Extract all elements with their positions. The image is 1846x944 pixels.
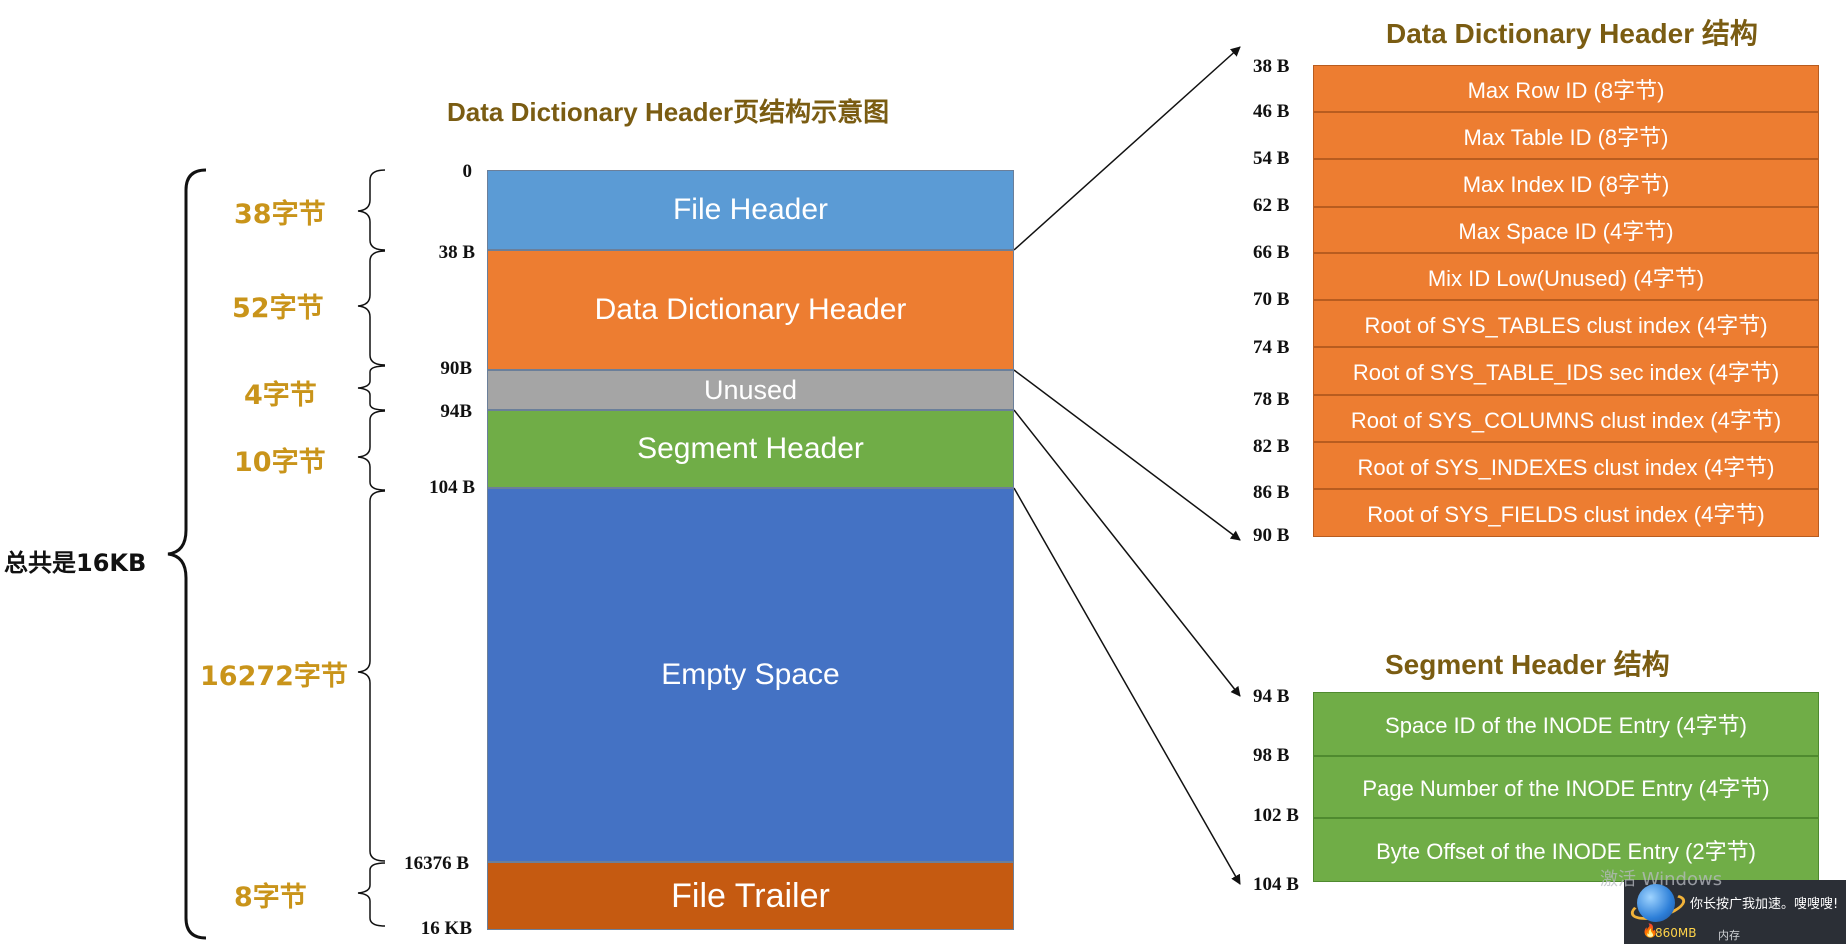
total-size-label: 总共是16KB [4, 549, 147, 577]
brace-8 [357, 862, 386, 927]
size-10: 10字节 [234, 447, 326, 478]
offset-16kb: 16 KB [420, 918, 472, 939]
activation-watermark: 激活 Windows [1600, 869, 1723, 890]
offset-104: 104 B [429, 477, 475, 498]
segment-header-title: Segment Header 结构 [1385, 649, 1670, 680]
dd-row: Max Table ID (8字节) [1313, 112, 1819, 159]
arrow-sh-bottom [1013, 487, 1241, 885]
dd-header-title: Data Dictionary Header 结构 [1386, 18, 1758, 49]
dd-row: Max Space ID (4字节) [1313, 207, 1819, 253]
total-brace [167, 168, 207, 940]
dd-row: Root of SYS_TABLE_IDS sec index (4字节) [1313, 347, 1819, 395]
dd-offset: 54 B [1253, 148, 1290, 169]
brace-38 [357, 169, 386, 251]
segment-file-header: File Header [487, 170, 1014, 250]
memory-label: 内存 [1718, 929, 1740, 942]
segment-unused: Unused [487, 370, 1014, 410]
size-8: 8字节 [234, 882, 307, 913]
offset-0: 0 [462, 161, 473, 182]
offset-38: 38 B [438, 242, 475, 263]
accelerator-orb-icon[interactable] [1637, 884, 1675, 922]
dd-row: Root of SYS_COLUMNS clust index (4字节) [1313, 395, 1819, 442]
size-4: 4字节 [244, 380, 317, 411]
offset-94: 94B [440, 401, 472, 422]
page-title: Data Dictionary Header页结构示意图 [447, 97, 890, 127]
dd-row: Mix ID Low(Unused) (4字节) [1313, 253, 1819, 300]
size-52: 52字节 [232, 293, 324, 324]
size-16272: 16272字节 [200, 661, 348, 692]
dd-offset: 46 B [1253, 101, 1290, 122]
sh-row: Byte Offset of the INODE Entry (2字节) [1313, 818, 1819, 882]
sh-offset: 94 B [1253, 686, 1290, 707]
dd-offset: 82 B [1253, 436, 1290, 457]
sh-offset: 98 B [1253, 745, 1290, 766]
dd-offset: 86 B [1253, 482, 1290, 503]
dd-offset: 78 B [1253, 389, 1290, 410]
dd-offset: 66 B [1253, 242, 1290, 263]
dd-offset: 90 B [1253, 525, 1290, 546]
size-38: 38字节 [234, 199, 326, 230]
memory-value: 860MB [1655, 926, 1697, 940]
sh-offset: 104 B [1253, 874, 1299, 895]
sh-row: Space ID of the INODE Entry (4字节) [1313, 692, 1819, 756]
dd-row: Root of SYS_INDEXES clust index (4字节) [1313, 442, 1819, 489]
offset-90: 90B [440, 358, 472, 379]
dd-row: Max Index ID (8字节) [1313, 159, 1819, 207]
dd-row: Max Row ID (8字节) [1313, 65, 1819, 112]
dd-row: Root of SYS_FIELDS clust index (4字节) [1313, 489, 1819, 537]
offset-16376: 16376 B [404, 853, 469, 874]
dd-offset: 74 B [1253, 337, 1290, 358]
arrow-dd-bottom [1013, 369, 1241, 541]
sh-row: Page Number of the INODE Entry (4字节) [1313, 756, 1819, 818]
dd-offset: 62 B [1253, 195, 1290, 216]
brace-4 [357, 365, 386, 411]
sh-offset: 102 B [1253, 805, 1299, 826]
arrow-sh-top [1013, 409, 1241, 697]
brace-10 [357, 410, 386, 491]
brace-52 [357, 250, 386, 366]
segment-data-dictionary-header: Data Dictionary Header [487, 250, 1014, 370]
segment-empty-space: Empty Space [487, 488, 1014, 862]
tray-message: 你长按广我加速。嗖嗖嗖! [1690, 897, 1839, 912]
dd-offset: 38 B [1253, 56, 1290, 77]
segment-segment-header: Segment Header [487, 410, 1014, 488]
dd-offset: 70 B [1253, 289, 1290, 310]
arrow-dd-top [1013, 46, 1241, 251]
segment-file-trailer: File Trailer [487, 862, 1014, 930]
brace-16272 [357, 490, 386, 862]
flame-icon: 🔥 [1642, 924, 1659, 939]
dd-row: Root of SYS_TABLES clust index (4字节) [1313, 300, 1819, 347]
